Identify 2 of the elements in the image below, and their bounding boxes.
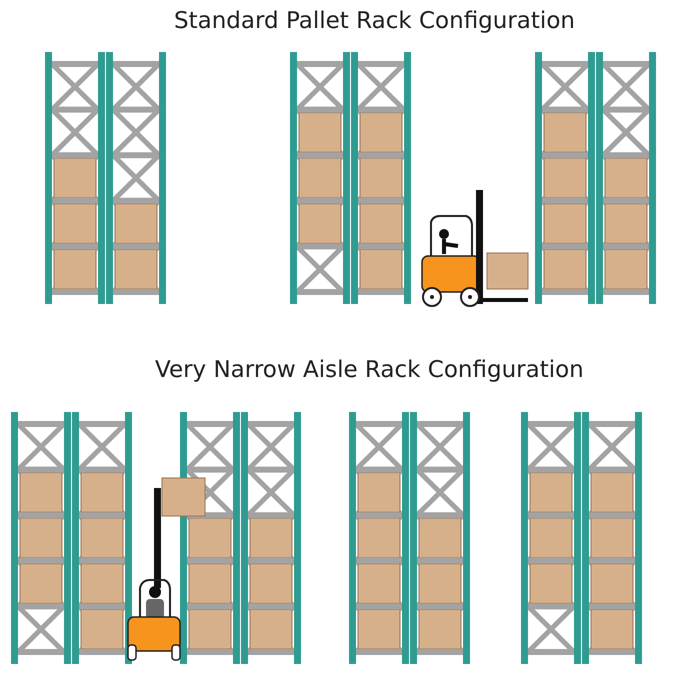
section-heading: Standard Pallet Rack Configuration: [174, 8, 575, 34]
section-heading: Very Narrow Aisle Rack Configuration: [155, 357, 584, 383]
